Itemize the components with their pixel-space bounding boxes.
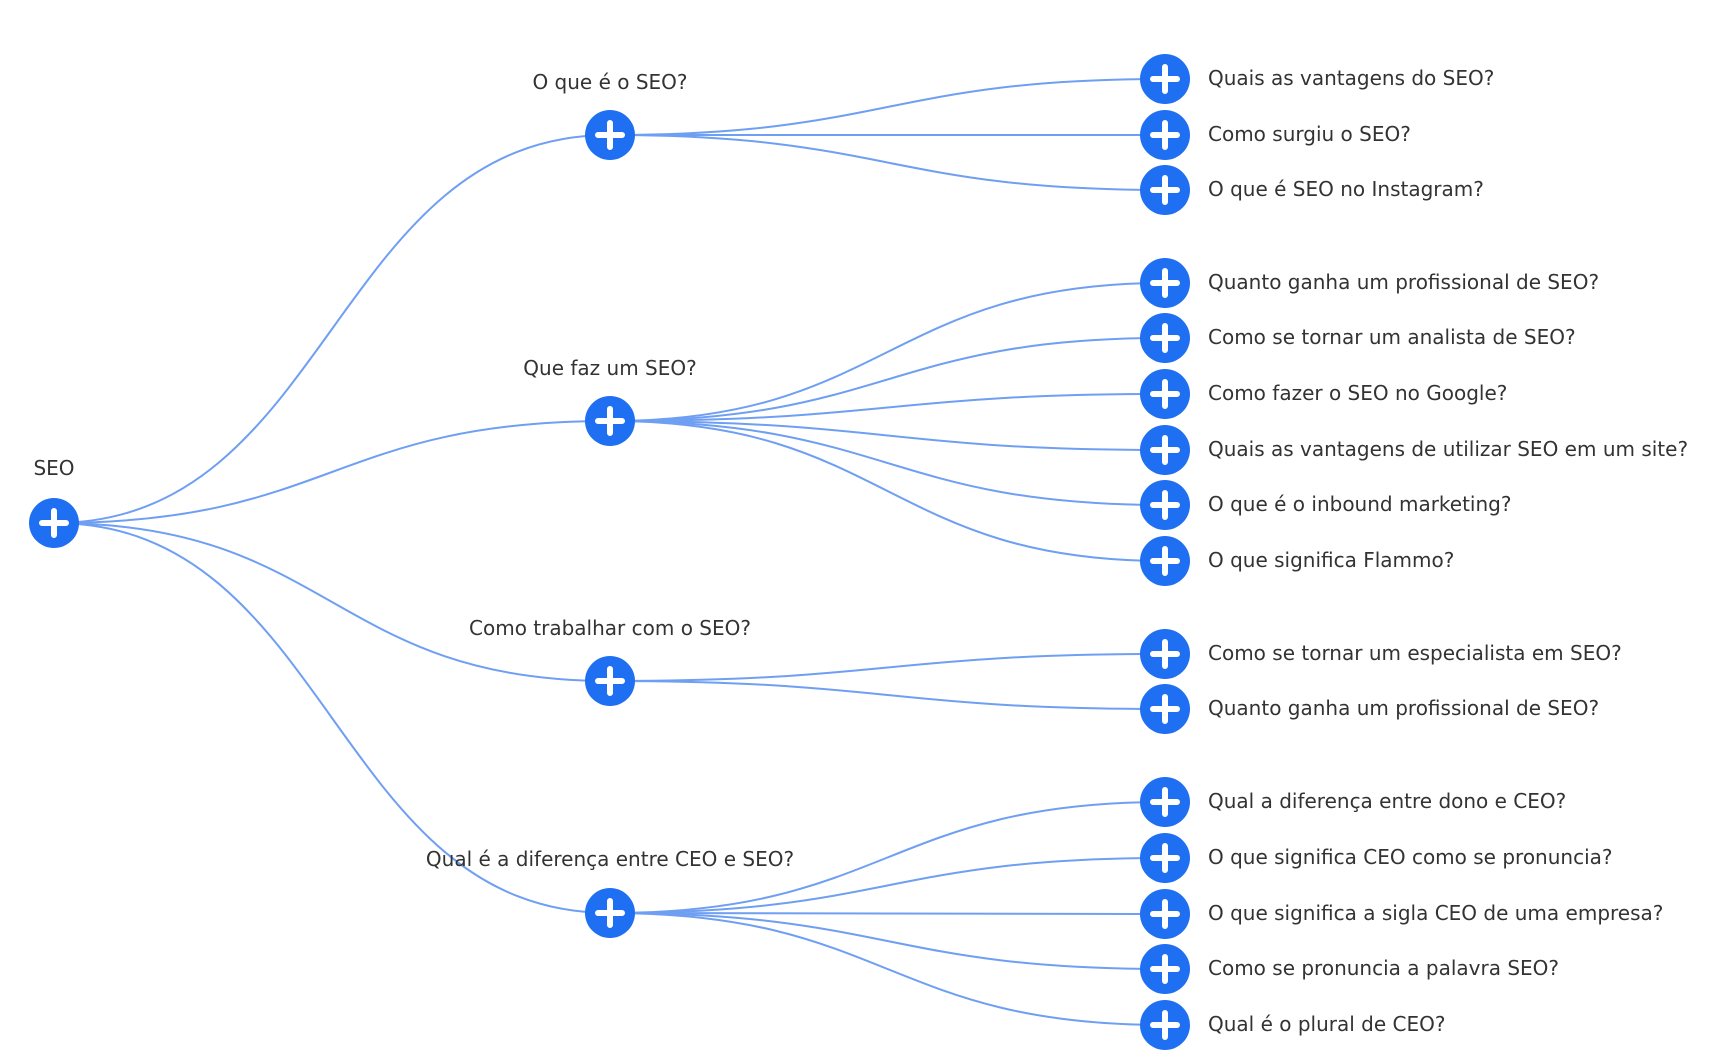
leaf-label: Como surgiu o SEO? bbox=[1208, 122, 1411, 146]
plus-circle-icon bbox=[595, 406, 625, 436]
tree-link bbox=[609, 282, 1166, 422]
branch-label: Que faz um SEO? bbox=[523, 356, 697, 380]
plus-circle-icon bbox=[1150, 694, 1180, 724]
root-label: SEO bbox=[33, 456, 75, 480]
leaf-expand-button[interactable] bbox=[1140, 889, 1190, 939]
leaf-expand-button[interactable] bbox=[1140, 480, 1190, 530]
leaf-expand-button[interactable] bbox=[1140, 1000, 1190, 1050]
tree-link bbox=[609, 420, 1166, 562]
plus-circle-icon bbox=[595, 120, 625, 150]
plus-circle-icon bbox=[1150, 435, 1180, 465]
leaf-expand-button[interactable] bbox=[1140, 258, 1190, 308]
leaf-label: Quanto ganha um profissional de SEO? bbox=[1208, 270, 1600, 294]
plus-circle-icon bbox=[1150, 175, 1180, 205]
leaf-label: O que é SEO no Instagram? bbox=[1208, 177, 1484, 201]
tree-link bbox=[609, 420, 1166, 451]
leaf-expand-button[interactable] bbox=[1140, 425, 1190, 475]
branch-label: Como trabalhar com o SEO? bbox=[469, 616, 751, 640]
branch-expand-button[interactable] bbox=[585, 396, 635, 446]
plus-circle-icon bbox=[1150, 899, 1180, 929]
branch-label: O que é o SEO? bbox=[532, 70, 688, 94]
tree-link bbox=[53, 134, 611, 524]
leaf-expand-button[interactable] bbox=[1140, 313, 1190, 363]
plus-circle-icon bbox=[595, 666, 625, 696]
branch-label: Qual é a diferença entre CEO e SEO? bbox=[425, 847, 795, 871]
leaf-label: Como fazer o SEO no Google? bbox=[1208, 381, 1508, 405]
plus-circle-icon bbox=[1150, 546, 1180, 576]
plus-circle-icon bbox=[1150, 268, 1180, 298]
tree-link bbox=[53, 522, 611, 682]
leaf-expand-button[interactable] bbox=[1140, 777, 1190, 827]
plus-circle-icon bbox=[595, 898, 625, 928]
plus-circle-icon bbox=[1150, 1010, 1180, 1040]
leaf-expand-button[interactable] bbox=[1140, 536, 1190, 586]
branch-expand-button[interactable] bbox=[585, 110, 635, 160]
tree-link bbox=[609, 420, 1166, 506]
leaf-label: Quais as vantagens de utilizar SEO em um… bbox=[1208, 437, 1689, 461]
leaf-expand-button[interactable] bbox=[1140, 54, 1190, 104]
leaf-expand-button[interactable] bbox=[1140, 629, 1190, 679]
leaf-expand-button[interactable] bbox=[1140, 684, 1190, 734]
plus-circle-icon bbox=[1150, 954, 1180, 984]
tree-link bbox=[609, 134, 1166, 191]
tree-link bbox=[609, 912, 1166, 1026]
branch-expand-button[interactable] bbox=[585, 888, 635, 938]
leaf-expand-button[interactable] bbox=[1140, 110, 1190, 160]
leaf-expand-button[interactable] bbox=[1140, 369, 1190, 419]
tree-link bbox=[609, 680, 1166, 710]
plus-circle-icon bbox=[1150, 379, 1180, 409]
leaf-label: Como se pronuncia a palavra SEO? bbox=[1208, 956, 1560, 980]
tree-link bbox=[609, 912, 1166, 970]
leaf-label: O que é o inbound marketing? bbox=[1208, 492, 1512, 516]
plus-circle-icon bbox=[1150, 843, 1180, 873]
plus-circle-icon bbox=[1150, 64, 1180, 94]
leaf-label: O que significa CEO como se pronuncia? bbox=[1208, 845, 1613, 869]
plus-circle-icon bbox=[1150, 787, 1180, 817]
plus-circle-icon bbox=[1150, 120, 1180, 150]
tree-link bbox=[609, 393, 1166, 422]
leaf-expand-button[interactable] bbox=[1140, 944, 1190, 994]
branch-expand-button[interactable] bbox=[585, 656, 635, 706]
tree-link bbox=[609, 78, 1166, 136]
tree-link bbox=[53, 522, 611, 914]
leaf-label: O que significa Flammo? bbox=[1208, 548, 1455, 572]
plus-circle-icon bbox=[1150, 323, 1180, 353]
tree-link bbox=[53, 420, 611, 524]
plus-circle-icon bbox=[39, 508, 69, 538]
tree-link bbox=[609, 912, 1166, 915]
leaf-expand-button[interactable] bbox=[1140, 833, 1190, 883]
tree-link bbox=[609, 857, 1166, 914]
root-expand-button[interactable] bbox=[29, 498, 79, 548]
leaf-label: Quanto ganha um profissional de SEO? bbox=[1208, 696, 1600, 720]
leaf-label: Como se tornar um analista de SEO? bbox=[1208, 325, 1576, 349]
leaf-label: Quais as vantagens do SEO? bbox=[1208, 66, 1495, 90]
leaf-label: Qual a diferença entre dono e CEO? bbox=[1208, 789, 1567, 813]
leaf-expand-button[interactable] bbox=[1140, 165, 1190, 215]
plus-circle-icon bbox=[1150, 490, 1180, 520]
leaf-label: O que significa a sigla CEO de uma empre… bbox=[1208, 901, 1664, 925]
leaf-label: Qual é o plural de CEO? bbox=[1208, 1012, 1446, 1036]
tree-link bbox=[609, 653, 1166, 682]
tree-link bbox=[609, 801, 1166, 914]
tree-link bbox=[609, 337, 1166, 422]
leaf-label: Como se tornar um especialista em SEO? bbox=[1208, 641, 1622, 665]
plus-circle-icon bbox=[1150, 639, 1180, 669]
